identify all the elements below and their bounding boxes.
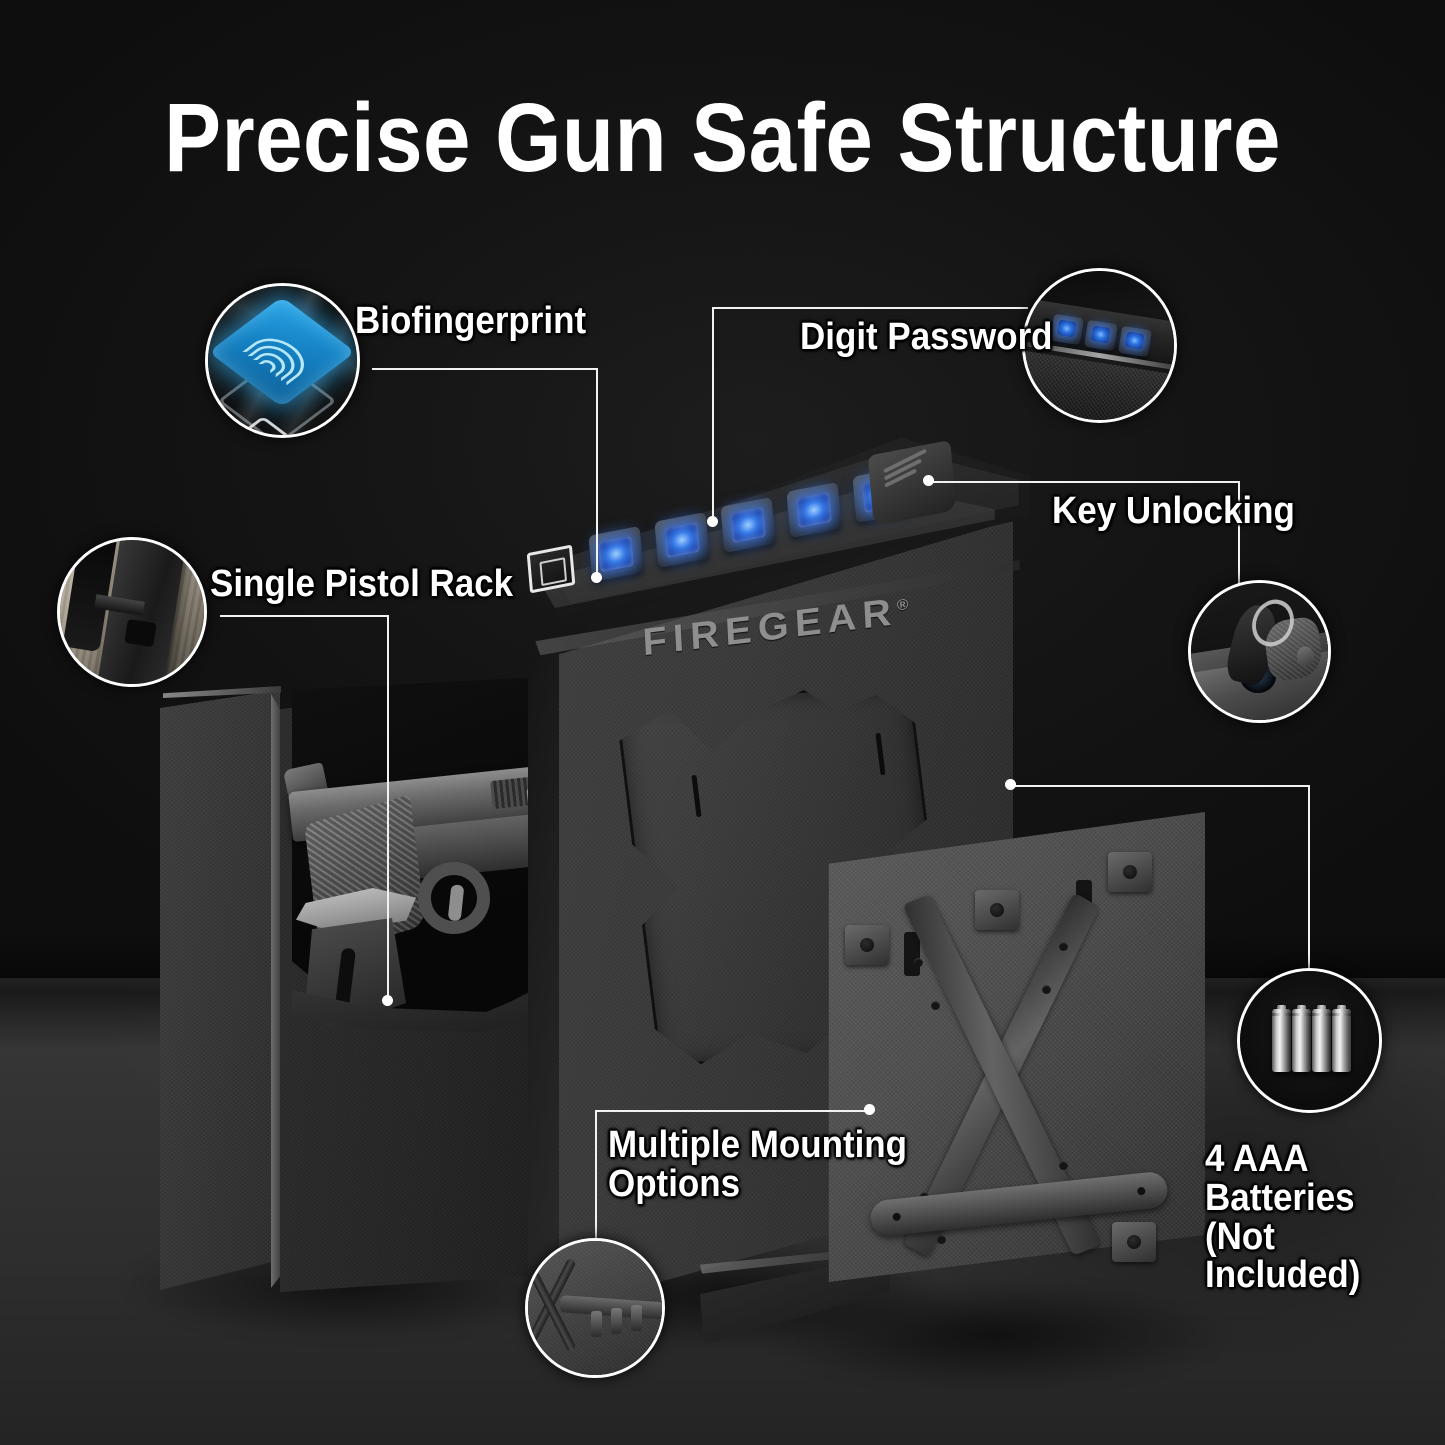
mounting-plate-tab-3 (1108, 852, 1152, 892)
battery-3 (1312, 1005, 1332, 1073)
callout-label-biofingerprint: Biofingerprint (355, 300, 587, 342)
x-bracket-hole-3 (1059, 942, 1068, 952)
callout-circle-aaa-batteries (1237, 968, 1382, 1113)
page-title: Precise Gun Safe Structure (164, 83, 1281, 192)
leader-line-key-unlocking-h (928, 481, 1240, 483)
battery-2 (1292, 1005, 1311, 1073)
callout-circle-single-pistol-rack (57, 537, 207, 687)
key-icon (1191, 583, 1328, 720)
callout-circle-digit-password (1022, 268, 1177, 423)
mounting-bracket-icon (528, 1241, 662, 1375)
x-bracket-hole-4 (1041, 985, 1051, 995)
leader-line-key-unlocking-v (1238, 481, 1240, 591)
callout-label-aaa-batteries: 4 AAA Batteries (Not Included) (1205, 1138, 1361, 1297)
leader-dot-mounting (864, 1104, 875, 1115)
leader-line-digit-password-h (712, 307, 1028, 309)
keypad-button-3[interactable] (720, 497, 776, 553)
leader-dot-pistol-rack (382, 995, 393, 1006)
leader-dot-biofingerprint (591, 572, 602, 583)
safe-left-edge (528, 640, 562, 1300)
x-bracket-hole-2 (931, 1000, 941, 1010)
leader-line-mounting-h (595, 1110, 870, 1112)
callout-circle-key-unlocking (1188, 580, 1331, 723)
fingerprint-scanner[interactable] (526, 544, 576, 594)
battery-1 (1271, 1005, 1291, 1073)
leader-dot-digit-password (707, 516, 718, 527)
leader-line-pistol-rack-v (387, 615, 389, 1000)
leader-line-mounting-v (595, 1110, 597, 1238)
callout-label-digit-password: Digit Password (800, 316, 1053, 358)
rail-hole-right (1136, 1186, 1146, 1196)
callout-circle-biofingerprint (205, 283, 360, 438)
battery-4 (1332, 1005, 1352, 1073)
rail-hole-left (892, 1212, 902, 1222)
leader-line-batteries-v (1308, 785, 1310, 968)
leader-line-digit-password-v (712, 307, 714, 522)
mounting-plate-tab-2 (975, 890, 1019, 930)
keypad-icon (1025, 271, 1174, 420)
battery-icon (1240, 971, 1379, 1110)
trademark-symbol: ® (896, 595, 909, 615)
leader-line-batteries-h (1010, 785, 1310, 787)
keypad-button-4[interactable] (786, 482, 842, 538)
key-lock-cover[interactable] (867, 439, 957, 527)
x-bracket-hole-6 (937, 1234, 947, 1244)
leader-line-biofingerprint-h (372, 368, 598, 370)
keypad-button-2[interactable] (654, 512, 710, 568)
callout-label-single-pistol-rack: Single Pistol Rack (210, 563, 514, 605)
mounting-plate-tab-4 (1112, 1222, 1156, 1262)
x-bracket-hole-7 (1059, 1160, 1068, 1170)
fingerprint-icon (208, 286, 357, 435)
x-bracket-hole-1 (914, 958, 923, 967)
leader-dot-batteries (1005, 779, 1016, 790)
control-panel (470, 434, 1030, 624)
leader-line-biofingerprint-v (596, 368, 598, 578)
leader-dot-key-unlocking (923, 475, 934, 486)
callout-label-key-unlocking: Key Unlocking (1052, 490, 1295, 532)
leader-line-pistol-rack-h (220, 615, 389, 617)
callout-label-multiple-mounting: Multiple Mounting Options (608, 1124, 908, 1205)
callout-circle-multiple-mounting (525, 1238, 665, 1378)
mounting-plate-tab-1 (845, 925, 889, 965)
safe-door-leaf (160, 690, 280, 1290)
pistol-rack-icon (60, 540, 204, 684)
